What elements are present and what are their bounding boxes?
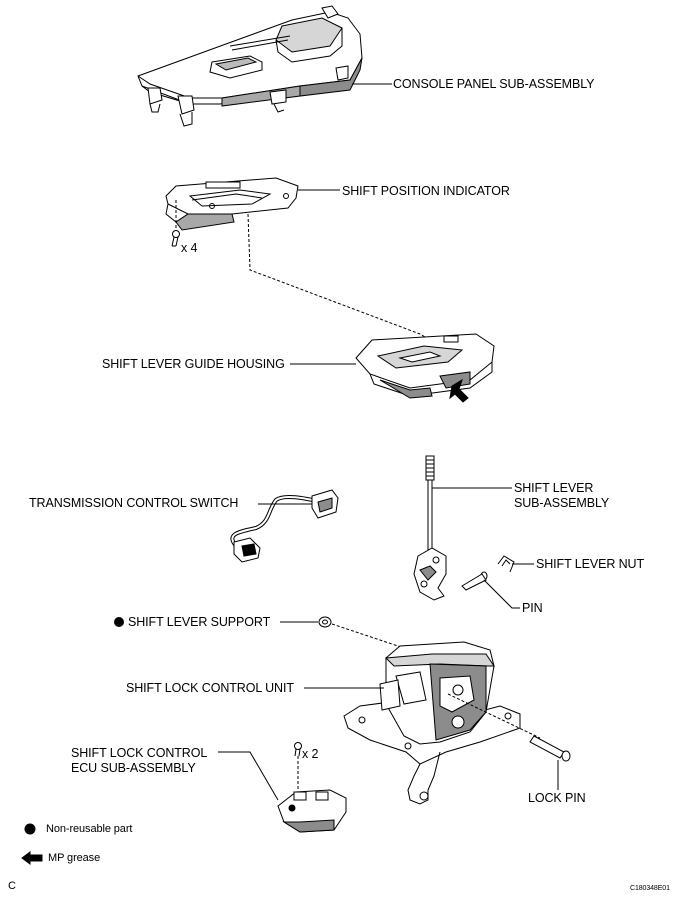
- label-shift-lock-control-unit: SHIFT LOCK CONTROL UNIT: [126, 681, 294, 695]
- label-shift-lever-sub-line1: SHIFT LEVER: [514, 481, 594, 495]
- label-shift-lever-nut: SHIFT LEVER NUT: [536, 557, 645, 571]
- label-shift-lever-guide-housing: SHIFT LEVER GUIDE HOUSING: [102, 357, 285, 371]
- legend-mp-grease: MP grease: [48, 852, 101, 864]
- label-console-panel: CONSOLE PANEL SUB-ASSEMBLY: [393, 77, 595, 91]
- shift-lever-drawing: [413, 455, 512, 601]
- label-transmission-control-switch: TRANSMISSION CONTROL SWITCH: [29, 496, 239, 510]
- console-panel-drawing: [137, 5, 392, 127]
- label-screw-qty-2: x 2: [302, 747, 319, 761]
- label-shift-lock-ecu-line1: SHIFT LOCK CONTROL: [71, 746, 208, 760]
- label-shift-lever-sub-line2: SUB-ASSEMBLY: [514, 496, 610, 510]
- legend-dot-icon: [24, 823, 36, 835]
- label-shift-lever-support: SHIFT LEVER SUPPORT: [114, 615, 270, 629]
- lock-pin-drawing: [529, 735, 571, 790]
- shift-lever-support-drawing: [280, 616, 405, 649]
- screw-x2-drawing: [294, 742, 302, 757]
- label-shift-lock-ecu-line2: ECU SUB-ASSEMBLY: [71, 761, 196, 775]
- shift-lock-ecu-drawing: [218, 751, 347, 833]
- legend-grease-arrow-icon: [21, 851, 43, 865]
- label-shift-lever-support-text: SHIFT LEVER SUPPORT: [128, 615, 271, 629]
- grease-arrow-housing: [449, 378, 469, 403]
- shift-position-indicator-drawing: [165, 177, 431, 341]
- label-lock-pin: LOCK PIN: [528, 791, 586, 805]
- shift-lock-control-unit-drawing: [304, 641, 541, 805]
- label-screw-qty-4: x 4: [181, 241, 198, 255]
- pin-drawing: [461, 571, 520, 609]
- transmission-control-switch-drawing: [230, 489, 339, 563]
- non-reusable-dot-icon: [114, 617, 124, 627]
- label-pin: PIN: [522, 601, 543, 615]
- legend-non-reusable: Non-reusable part: [46, 823, 133, 835]
- corner-letter: C: [8, 880, 16, 892]
- screw-x4-drawing: [171, 230, 180, 247]
- shift-lever-guide-housing-drawing: [290, 333, 495, 399]
- shift-lever-nut-drawing: [497, 555, 534, 573]
- label-shift-position-indicator: SHIFT POSITION INDICATOR: [342, 184, 510, 198]
- figure-code: C180348E01: [630, 885, 670, 892]
